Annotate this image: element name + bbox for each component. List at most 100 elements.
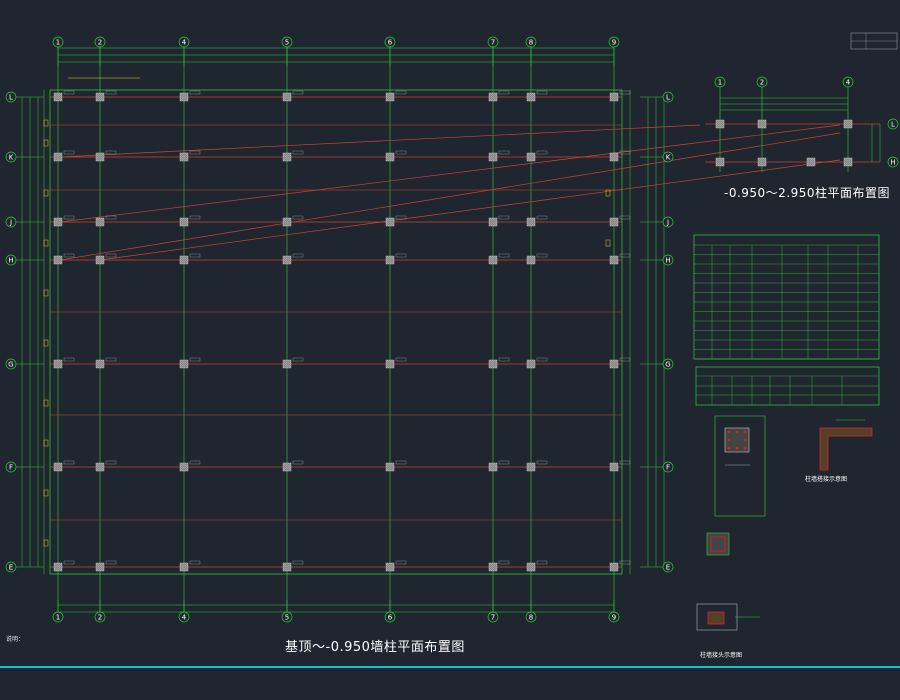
column-schedule-table <box>693 234 880 360</box>
column-7-H-hatch <box>490 255 498 263</box>
axis-bubble-right-G-circle <box>662 358 674 370</box>
column-2-H-hatch <box>99 255 105 261</box>
sub-column-0-0-hatch <box>715 119 725 129</box>
sub-column-extra-hatch <box>806 161 812 167</box>
column-2-L-hatch <box>95 96 101 102</box>
column-9-E-hatch <box>611 562 619 570</box>
sub-column-2-0-hatch <box>843 121 851 129</box>
axis-bubble-top-4-label: 4 <box>182 39 187 47</box>
axis-bubble-bottom-2-label: 2 <box>98 614 102 622</box>
sub-column-2-1-hatch <box>847 157 853 163</box>
column-7-K-hatch <box>488 152 498 162</box>
column-5-F-hatch <box>286 462 292 468</box>
column-4-G-hatch <box>179 359 189 369</box>
detail-caption-2: 柱墙接头示意图 <box>700 652 743 659</box>
column-2-E-hatch <box>95 568 99 572</box>
column-9-L-hatch <box>609 94 617 102</box>
axis-bubble-left-K-label: K <box>9 154 14 162</box>
wall-mark-left <box>43 119 49 127</box>
column-tag <box>63 150 75 155</box>
sub-column-extra-hatch <box>810 157 816 163</box>
column-5-F-hatch <box>288 462 292 466</box>
column-8-G-hatch <box>528 359 536 367</box>
sub-column-2-1-hatch <box>845 157 853 165</box>
column-9-L-hatch <box>609 98 613 102</box>
axis-bubble-left-L-circle <box>5 91 17 103</box>
column-7-F-hatch <box>490 462 498 470</box>
axis-bubble-bottom-4-label: 4 <box>182 614 187 622</box>
sub-bubble-top-1-circle <box>714 76 726 88</box>
sub-column-1-0-hatch <box>757 123 763 129</box>
column-9-G-hatch <box>609 365 613 369</box>
column-9-F-hatch <box>611 462 619 470</box>
sub-column-0-0-hatch <box>721 119 725 123</box>
column-5-L-hatch <box>282 94 290 102</box>
column-tag <box>189 357 201 362</box>
column-6-L-hatch <box>389 92 395 98</box>
column-2-G-hatch <box>95 361 103 369</box>
column-tag <box>395 150 407 155</box>
column-6-K-hatch <box>385 156 391 162</box>
column-1-H-hatch <box>53 261 57 265</box>
column-4-H-hatch <box>179 257 187 265</box>
column-4-E-hatch <box>179 564 187 572</box>
column-5-G-hatch <box>282 365 286 369</box>
leader-line <box>99 159 841 261</box>
column-9-L-hatch <box>609 96 615 102</box>
column-9-G-hatch <box>609 359 619 369</box>
column-7-K-hatch <box>494 152 498 156</box>
column-tag <box>395 560 407 565</box>
column-tag <box>619 357 631 362</box>
column-7-G-hatch <box>494 359 498 363</box>
column-2-H-hatch <box>95 259 101 265</box>
column-6-K-hatch <box>385 152 395 162</box>
column-8-L-hatch <box>526 94 534 102</box>
column-5-L-hatch <box>282 98 286 102</box>
column-6-F-hatch <box>391 462 395 466</box>
column-2-J-hatch <box>101 217 105 221</box>
axis-bubble-top-2-circle <box>94 36 106 48</box>
column-9-K-hatch <box>609 152 619 162</box>
column-tag <box>292 460 304 465</box>
column-5-H-hatch <box>282 259 288 265</box>
wall-mark-left <box>43 489 49 497</box>
column-tag <box>498 560 510 565</box>
column-4-F-hatch <box>183 462 189 468</box>
column-7-E-hatch <box>492 562 498 568</box>
column-4-F-hatch <box>185 462 189 466</box>
column-5-J-hatch <box>282 223 286 227</box>
sub-column-2-1-hatch <box>849 157 853 161</box>
column-9-H-hatch <box>609 261 613 265</box>
column-tag <box>189 460 201 465</box>
sub-column-1-1-hatch <box>757 161 763 167</box>
column-6-K-hatch <box>385 154 393 162</box>
column-1-K-hatch <box>57 152 63 158</box>
column-tag <box>105 150 117 155</box>
column-9-K-hatch <box>609 158 613 162</box>
column-8-L-hatch <box>526 92 536 102</box>
column-6-L-hatch <box>385 98 389 102</box>
column-5-G-hatch <box>286 359 292 365</box>
column-6-K-hatch <box>389 152 395 158</box>
axis-bubble-top-2-label: 2 <box>98 39 102 47</box>
sub-column-1-1-hatch <box>763 157 767 161</box>
column-2-H-hatch <box>95 261 99 265</box>
column-6-H-hatch <box>389 255 395 261</box>
column-5-H-hatch <box>284 255 292 263</box>
column-9-G-hatch <box>611 359 619 367</box>
column-tag <box>63 357 75 362</box>
notes-title: 说明： <box>6 636 25 643</box>
schedule-tables <box>693 32 898 406</box>
small-column-stirrup <box>710 536 726 552</box>
column-tag <box>292 150 304 155</box>
column-8-K-hatch <box>526 152 536 162</box>
column-6-H-hatch <box>391 255 395 259</box>
column-4-F-hatch <box>179 468 183 472</box>
column-6-F-hatch <box>385 466 391 472</box>
column-tag <box>292 560 304 565</box>
column-9-F-hatch <box>613 462 619 468</box>
column-tag <box>395 215 407 220</box>
column-7-J-hatch <box>492 217 498 223</box>
column-1-J-hatch <box>53 219 61 227</box>
